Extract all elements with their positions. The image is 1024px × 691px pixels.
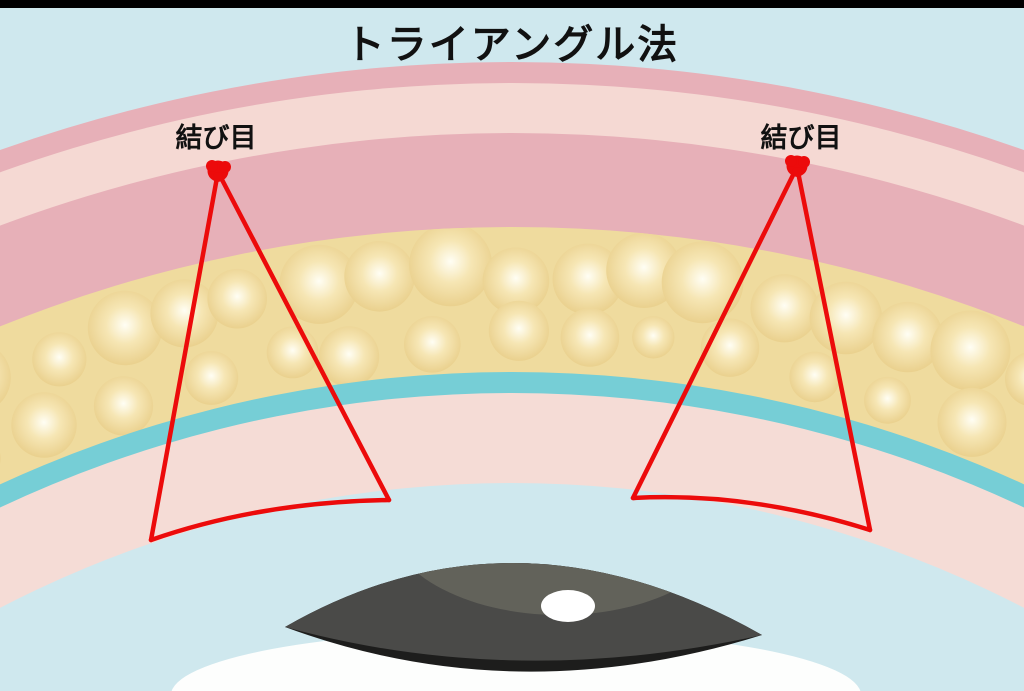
fat-globule bbox=[750, 274, 819, 343]
right-suture-triangle bbox=[630, 155, 873, 533]
fat-globule bbox=[87, 290, 163, 366]
fat-globule bbox=[32, 332, 87, 387]
right-knot-label: 結び目 bbox=[760, 123, 842, 153]
fat-globule bbox=[864, 376, 911, 424]
left-knot-label: 結び目 bbox=[175, 123, 257, 153]
fat-globule bbox=[632, 316, 675, 359]
fat-globule bbox=[279, 244, 359, 324]
fat-globule bbox=[150, 279, 219, 348]
fat-globule bbox=[872, 301, 943, 373]
fat-globule bbox=[809, 281, 883, 355]
fat-globule bbox=[488, 300, 549, 361]
fat-globule bbox=[318, 326, 380, 387]
fat-globule bbox=[930, 310, 1011, 391]
left-suture-base bbox=[148, 497, 392, 543]
fat-globule bbox=[404, 316, 461, 373]
fat-globules bbox=[0, 227, 1024, 482]
fat-globule bbox=[1005, 351, 1024, 407]
top-border-bar bbox=[0, 0, 1024, 8]
fat-globule bbox=[937, 387, 1007, 457]
eye-highlight bbox=[541, 590, 595, 622]
right-suture-base bbox=[630, 494, 873, 533]
fat-globule bbox=[409, 227, 493, 307]
fat-globule bbox=[661, 241, 744, 324]
fat-globule bbox=[11, 392, 77, 458]
right-knot-dot bbox=[785, 155, 810, 177]
fat-globule bbox=[184, 351, 239, 405]
left-suture-triangle bbox=[148, 160, 392, 543]
page-title: トライアングル法 bbox=[344, 23, 680, 67]
fat-globule bbox=[93, 376, 154, 436]
fat-globule bbox=[789, 351, 840, 403]
fat-globule bbox=[552, 243, 624, 315]
fat-globule bbox=[207, 268, 267, 329]
fat-globule bbox=[344, 240, 415, 312]
left-knot-dot bbox=[206, 160, 231, 182]
fat-globule bbox=[560, 308, 620, 367]
fat-globule bbox=[482, 247, 550, 315]
